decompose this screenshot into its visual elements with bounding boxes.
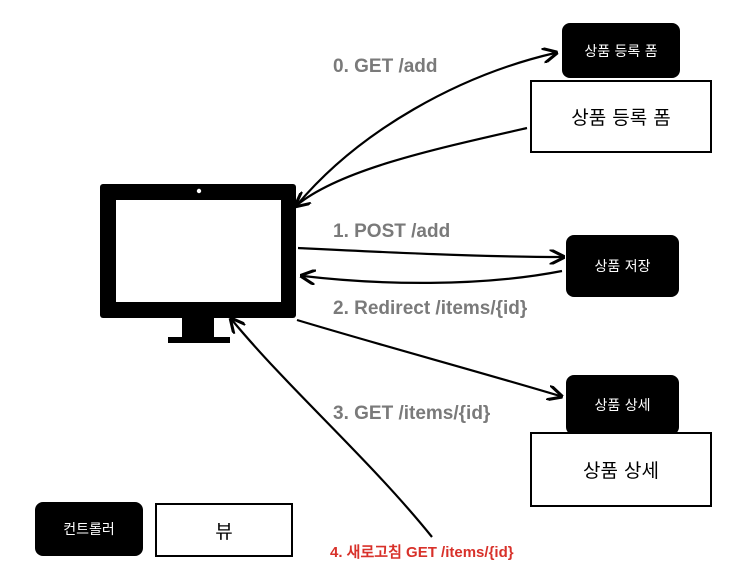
step-3-label: 3. GET /items/{id} [333, 403, 491, 424]
arrow-post-add [297, 246, 562, 257]
step-4-label: 4. 새로고침 GET /items/{id} [330, 544, 514, 561]
arrow-get-item [296, 318, 560, 396]
step-2-label: 2. Redirect /items/{id} [333, 298, 528, 319]
step-1-label: 1. POST /add [333, 221, 451, 242]
monitor-icon [100, 184, 296, 343]
step-0-label: 0. GET /add [333, 56, 438, 77]
controller-add-form: 상품 등록 폼 [562, 23, 680, 78]
legend-controller: 컨트롤러 [35, 502, 143, 556]
legend-view: 뷰 [155, 503, 293, 557]
arrow-refresh [232, 320, 433, 538]
view-add-form: 상품 등록 폼 [530, 80, 712, 153]
arrow-get-add [296, 53, 555, 206]
controller-save: 상품 저장 [566, 235, 679, 297]
controller-detail: 상품 상세 [566, 375, 679, 435]
view-detail: 상품 상세 [530, 432, 712, 507]
arrow-add-form-response [297, 126, 528, 205]
arrow-redirect [303, 271, 563, 283]
